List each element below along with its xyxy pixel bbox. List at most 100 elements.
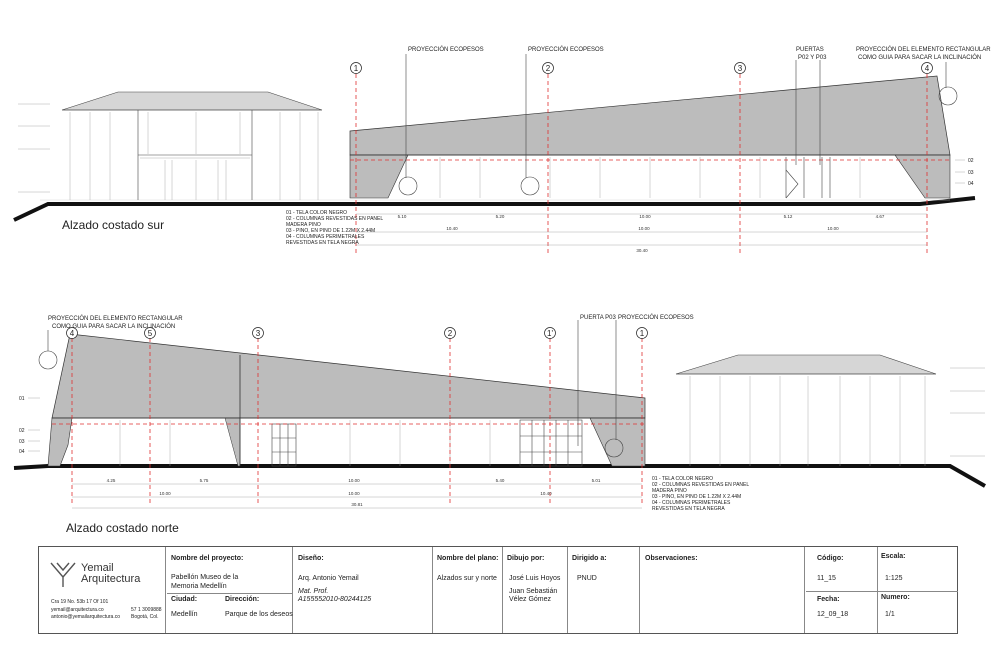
north-axis-label: 1'	[547, 329, 553, 338]
south-callout: PROYECCIÓN DEL ELEMENTO RECTANGULAR	[856, 46, 991, 53]
sheet-number-value: 1/1	[885, 611, 895, 618]
north-legend-line: 01 - TELA COLOR NEGRO	[652, 476, 713, 482]
south-legend-line: MADERA PINO	[286, 222, 321, 228]
office-email: yemail@arquitectura.co	[51, 607, 104, 613]
south-elevation: 1 2 3 4 PROYECCIÓN ECOPESOS PROYECCIÓN E…	[13, 46, 991, 255]
south-level-mark: 03	[968, 170, 974, 176]
south-dimension: 4.67	[876, 214, 885, 219]
north-level-mark: 01	[19, 396, 25, 402]
south-callout: COMO GUIA PARA SACAR LA INCLINACIÓN	[858, 54, 981, 61]
office-city: Bogotá, Col.	[131, 614, 159, 620]
drawn-by-label: Dibujo por:	[507, 555, 545, 562]
south-legend-line: REVESTIDAS EN TELA NEGRA	[286, 240, 359, 246]
south-axis-label: 3	[738, 64, 743, 73]
south-axis-label: 2	[546, 64, 551, 73]
north-axis-label: 1	[640, 329, 645, 338]
office-phone: 57 1 3009888	[131, 607, 162, 613]
address-label: Dirección:	[225, 596, 260, 603]
north-axis-label: 5	[148, 329, 153, 338]
design-value: Arq. Antonio Yemail	[298, 575, 359, 582]
license-value: A155552010-80244125	[298, 596, 372, 603]
directed-to-label: Dirigido a:	[572, 555, 607, 562]
city-label: Ciudad:	[171, 596, 198, 603]
plan-name-value: Alzados sur y norte	[437, 575, 497, 582]
south-legend-line: 01 - TELA COLOR NEGRO	[286, 210, 347, 216]
south-dimension: 10.00	[638, 226, 650, 231]
north-elevation: 4 5 3 2 1' 1 PROYECCIÓN DEL ELEMENTO REC…	[13, 314, 986, 535]
north-axis-lines	[52, 338, 645, 505]
south-dimension: 5.12	[784, 214, 793, 219]
north-legend-line: 03 - PINO, EN PINO DE 1.22M X 2.44M	[652, 494, 741, 500]
drawn-by-value: José Luis Hoyos	[509, 575, 561, 582]
drawn-by-value: Juan Sebastián	[509, 588, 558, 595]
south-axis-label: 1	[354, 64, 359, 73]
north-dimension: 5.01	[592, 478, 601, 483]
north-callout: COMO GUIA PARA SACAR LA INCLINACIÓN	[52, 323, 175, 330]
logo-line1: Yemail	[81, 562, 114, 574]
south-callout: PUERTAS	[796, 47, 824, 53]
project-name-value: Memoria Medellín	[171, 583, 227, 590]
north-legend-line: 02 - COLUMNAS REVESTIDAS EN PANEL	[652, 482, 749, 488]
date-value: 12_09_18	[817, 611, 849, 618]
south-dimension: 10.00	[827, 226, 839, 231]
project-name-value: Pabellón Museo de la	[171, 574, 239, 581]
north-dimension: 4.25	[107, 478, 116, 483]
design-label: Diseño:	[298, 555, 324, 562]
code-label: Código:	[817, 555, 844, 562]
north-callout: PROYECCIÓN DEL ELEMENTO RECTANGULAR	[48, 315, 183, 322]
north-dimension: 10.00	[348, 478, 360, 483]
south-dimension-total: 30.40	[636, 248, 648, 253]
north-legend-line: 04 - COLUMNAS PERIMETRALES	[652, 500, 731, 506]
plan-name-label: Nombre del plano:	[437, 555, 499, 562]
south-callout: PROYECCIÓN ECOPESOS	[408, 46, 484, 53]
south-axis-lines	[350, 74, 950, 255]
license-label: Mat. Prof.	[298, 588, 329, 595]
north-level-mark: 03	[19, 439, 25, 445]
south-level-mark: 02	[968, 158, 974, 164]
yemail-logo-icon	[50, 562, 76, 587]
observations-label: Observaciones:	[645, 555, 698, 562]
south-dimension: 10.40	[446, 226, 458, 231]
north-level-mark: 04	[19, 449, 25, 455]
north-callout: PROYECCIÓN ECOPESOS	[618, 314, 694, 321]
address-value: Parque de los deseos	[225, 611, 293, 618]
north-axis-bubbles: 4 5 3 2 1' 1	[66, 327, 648, 339]
title-block: Yemail Arquitectura Cra 19 No. 53b 17 Of…	[38, 546, 958, 634]
north-dimension: 5.40	[496, 478, 505, 483]
north-dimension: 10.00	[348, 491, 360, 496]
south-callout: PROYECCIÓN ECOPESOS	[528, 46, 604, 53]
south-legend-line: 03 - PINO, EN PINO DE 1.22M X 2.44M	[286, 228, 375, 234]
project-name-label: Nombre del proyecto:	[171, 555, 244, 562]
north-elevation-title: Alzado costado norte	[66, 521, 179, 535]
south-axis-bubbles: 1 2 3 4	[350, 62, 933, 74]
office-address: Cra 19 No. 53b 17 Of 101	[51, 599, 109, 605]
south-legend-line: 02 - COLUMNAS REVESTIDAS EN PANEL	[286, 216, 383, 222]
elevation-drawing: 1 2 3 4 PROYECCIÓN ECOPESOS PROYECCIÓN E…	[13, 46, 991, 535]
city-value: Medellín	[171, 611, 198, 618]
south-legend-line: 04 - COLUMNAS PERIMETRALES	[286, 234, 365, 240]
north-dimension: 5.75	[200, 478, 209, 483]
north-legend-line: REVESTIDAS EN TELA NEGRA	[652, 506, 725, 512]
north-callout: PUERTA P03	[580, 315, 616, 321]
south-level-mark: 04	[968, 181, 974, 187]
south-callout: P02 Y P03	[798, 55, 827, 61]
scale-value: 1:125	[885, 575, 903, 582]
south-axis-label: 4	[925, 64, 930, 73]
date-label: Fecha:	[817, 596, 840, 603]
logo-line2: Arquitectura	[81, 573, 141, 585]
north-dimension-total: 30.81	[351, 502, 363, 507]
north-dimension: 10.00	[159, 491, 171, 496]
north-level-mark: 02	[19, 428, 25, 434]
south-dimension: 5.20	[496, 214, 505, 219]
south-dimension: 5.10	[398, 214, 407, 219]
south-dimension: 10.00	[639, 214, 651, 219]
north-axis-label: 3	[256, 329, 261, 338]
code-value: 11_15	[817, 575, 836, 582]
north-axis-label: 4	[70, 329, 75, 338]
directed-to-value: PNUD	[577, 575, 597, 582]
sheet-number-label: Numero:	[881, 594, 910, 601]
north-legend-line: MADERA PINO	[652, 488, 687, 494]
scale-label: Escala:	[881, 553, 906, 560]
north-dimension: 10.40	[540, 491, 552, 496]
south-elevation-title: Alzado costado sur	[62, 218, 164, 232]
